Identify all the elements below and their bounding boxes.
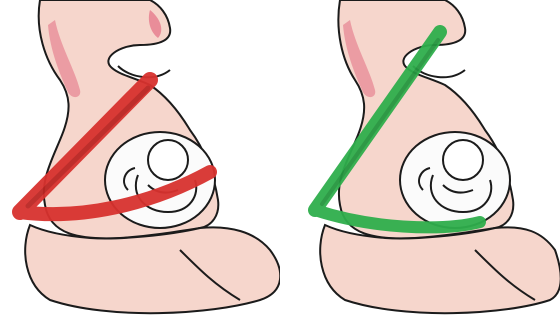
- incorrect-belt-illustration: [0, 0, 280, 327]
- incorrect-belt-panel: [0, 0, 280, 327]
- correct-belt-panel: [280, 0, 560, 327]
- thigh: [25, 225, 280, 313]
- thigh: [320, 225, 560, 313]
- correct-belt-illustration: [280, 0, 560, 327]
